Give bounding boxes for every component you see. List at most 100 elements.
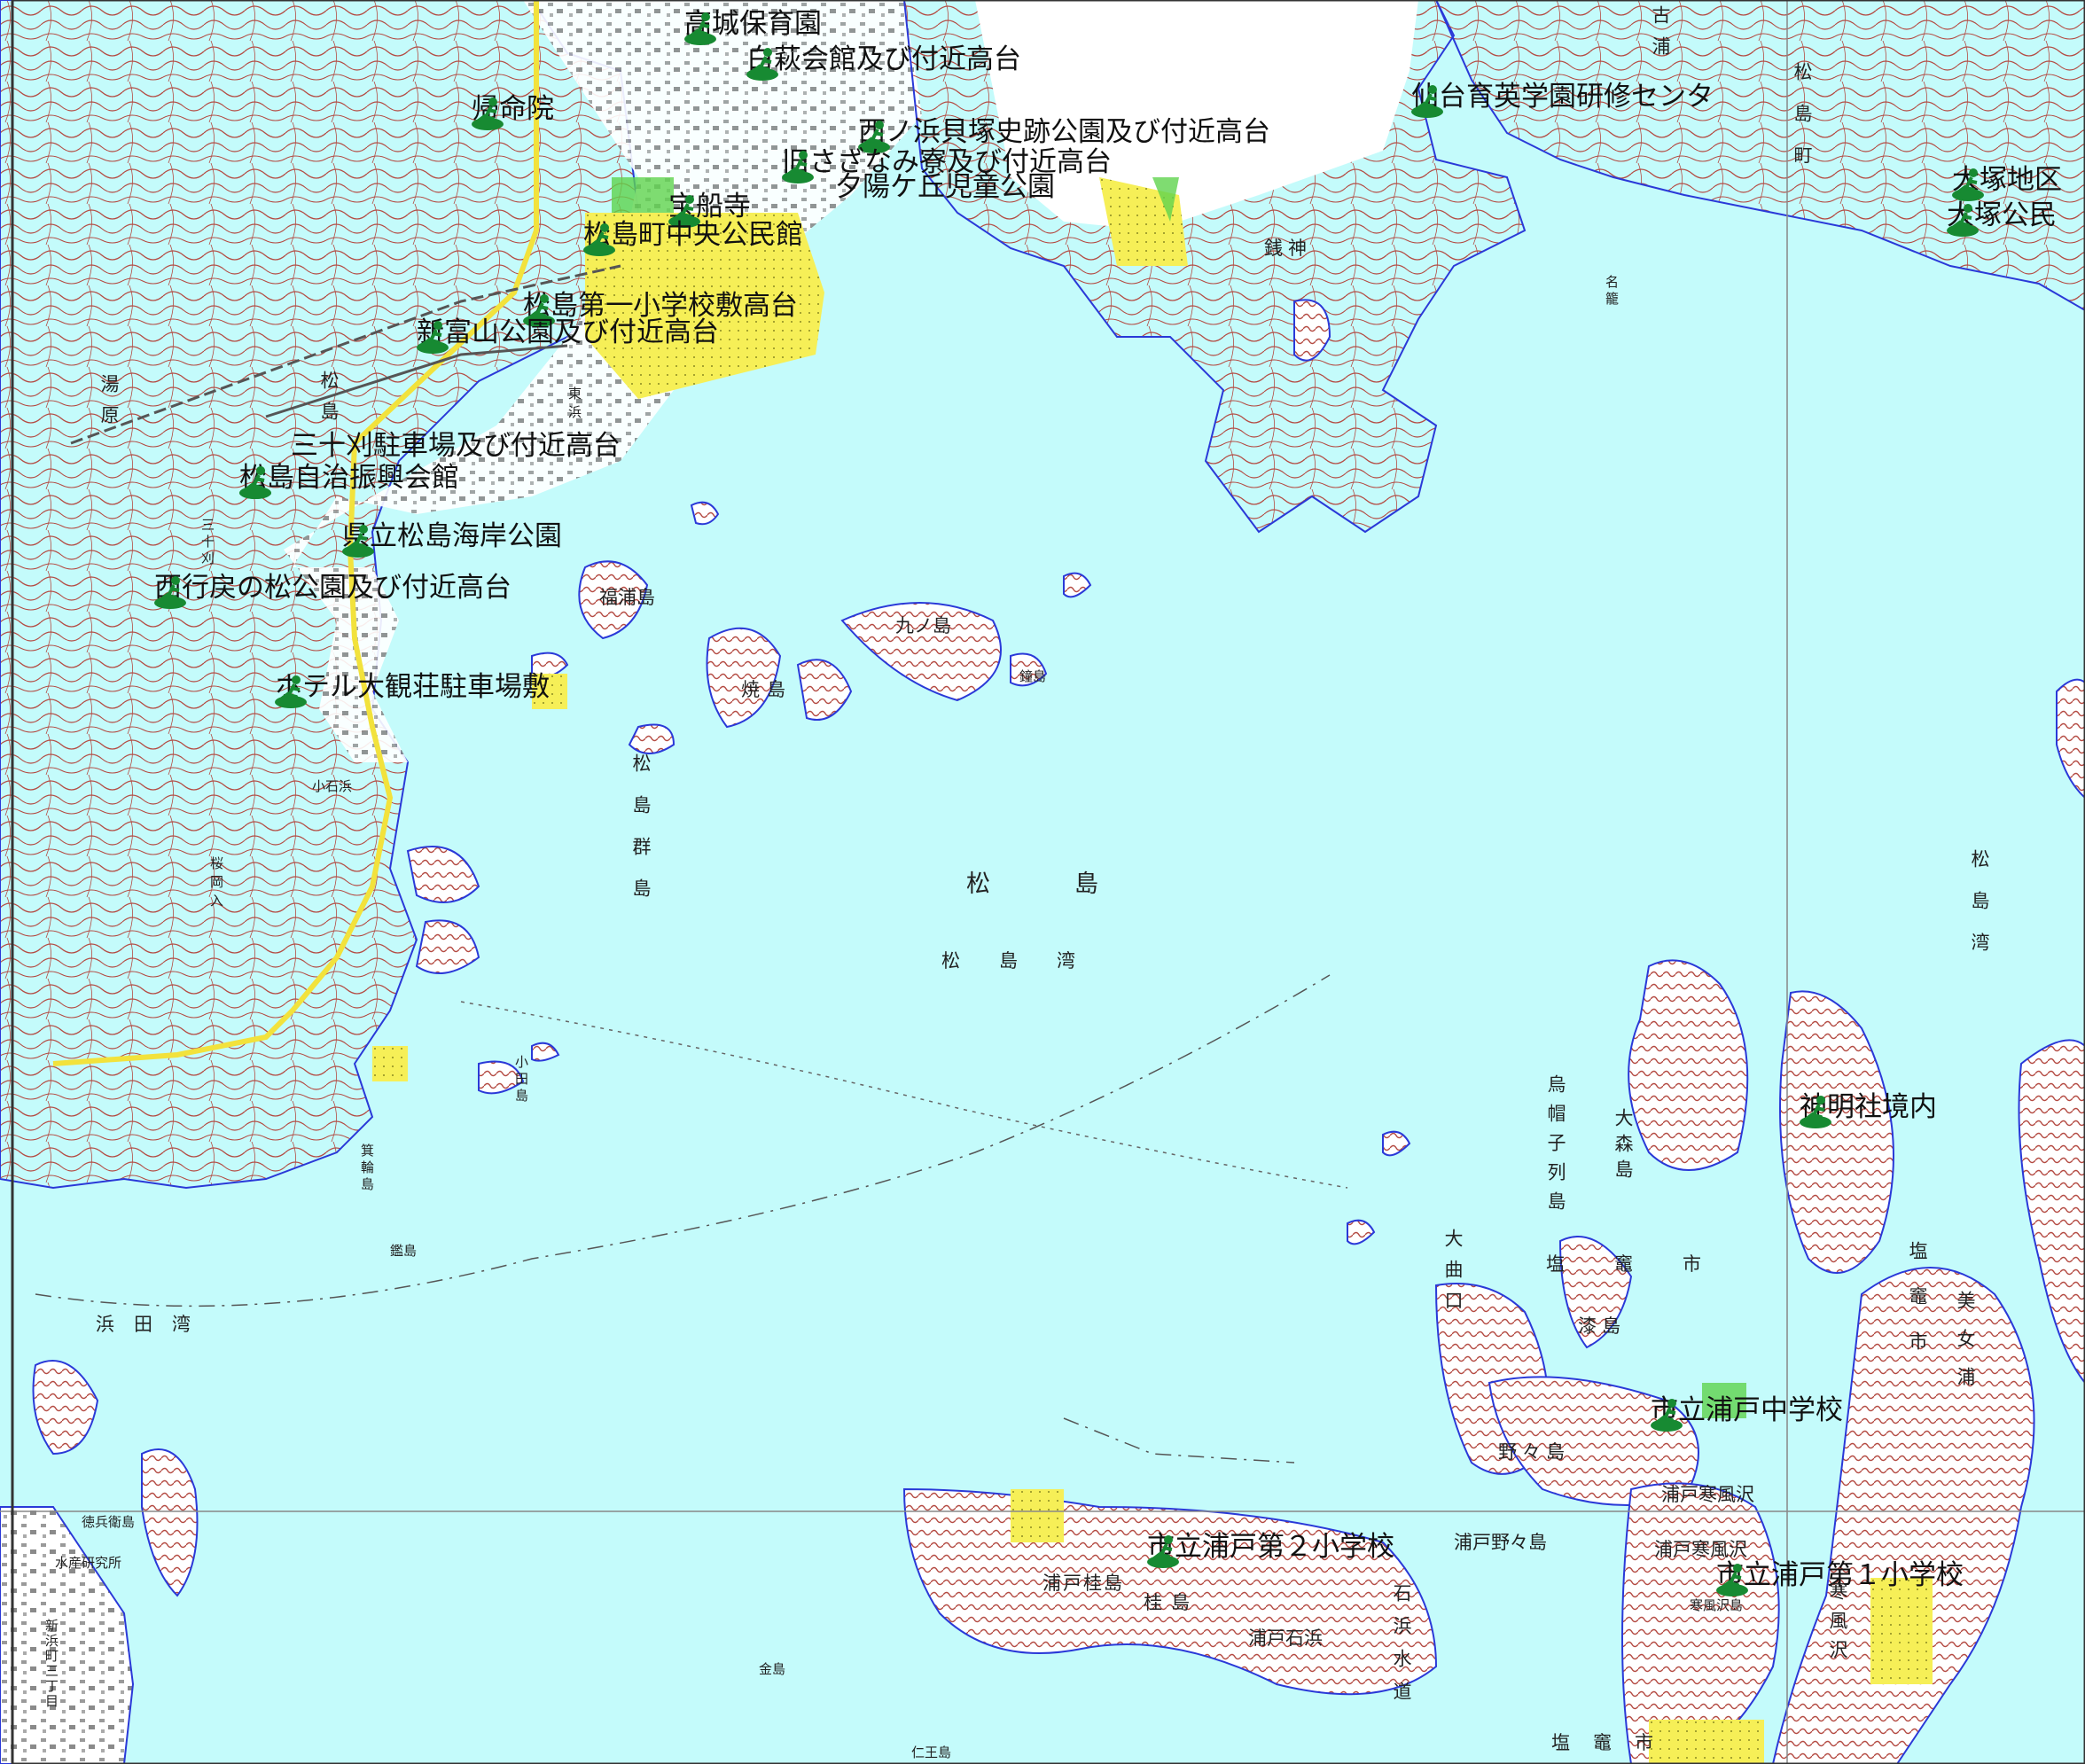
label-higashihama: 東浜	[566, 386, 582, 424]
evacuation-runner-icon	[1411, 85, 1443, 118]
label-yuhara: 湯原	[98, 374, 120, 436]
label-urusijima: 漆島	[1578, 1315, 1626, 1337]
marker-shintomiyama[interactable]: 新富山公園及び付近高台	[415, 319, 719, 354]
marker-urato-chu[interactable]: 市立浦戸中学校	[1649, 1397, 1843, 1432]
evacuation-runner-icon	[1947, 204, 1979, 237]
label-kuronoshima: 九ノ島	[895, 615, 951, 636]
land-north-east	[1434, 0, 2085, 312]
evacuation-runner-icon	[523, 294, 555, 327]
label-nakayama: 名籠	[1604, 275, 1620, 308]
label-zenigami: 銭神	[1264, 238, 1312, 259]
label-kiura: 古浦	[1650, 5, 1671, 67]
shipping-route	[460, 1001, 1348, 1189]
label-kenshima: 鐘島	[1019, 668, 1047, 684]
label-matsushima-wan-e: 松島湾	[1969, 849, 1990, 974]
evacuation-runner-icon	[417, 321, 449, 354]
label-shiogama-v: 塩竈市	[1907, 1241, 1928, 1377]
marker-urato-2sho[interactable]: 市立浦戸第２小学校	[1145, 1534, 1394, 1568]
evacuation-runner-icon	[782, 151, 814, 183]
marker-kimyoin[interactable]: 帰命院	[470, 96, 554, 130]
label-odashima: 小田島	[513, 1055, 529, 1105]
label-urato-samusawa: 浦戸寒風沢	[1661, 1484, 1754, 1505]
label-eboshi: 烏帽子列島	[1545, 1074, 1566, 1221]
label-koishihama: 小石浜	[312, 778, 353, 794]
evacuation-runner-icon	[275, 675, 307, 708]
label-sanjukari: 三十刈	[199, 518, 215, 568]
marker-sendai-ikuei[interactable]: 仙台育英学園研修センタ	[1410, 83, 1714, 118]
label-ninomaru: 仁王島	[911, 1744, 952, 1760]
evacuation-runner-icon	[858, 121, 890, 153]
label-minoushima: 箕輪島	[359, 1143, 375, 1194]
marker-urato-1sho[interactable]: 市立浦戸第１小学校	[1714, 1562, 1964, 1596]
marker-jichi-kaikan[interactable]: 松島自治振興会館	[238, 464, 459, 499]
marker-sanjugari[interactable]: 三十刈駐車場及び付近高台	[291, 430, 621, 462]
islands-matsushima	[406, 299, 1331, 1095]
evacuation-runner-icon	[1147, 1535, 1179, 1568]
label-matsushima-bay: 松島湾	[941, 950, 1114, 972]
marker-kairitsu-park[interactable]: 県立松島海岸公園	[340, 523, 562, 558]
label-urato-samusawa2: 浦戸寒風沢	[1654, 1539, 1747, 1560]
marker-yuhigaoka[interactable]: 夕陽ケ丘児童公園	[835, 171, 1055, 203]
marker-takagi-hoikuen[interactable]: 高城保育園	[683, 11, 822, 45]
label-mitsuishi: 美女浦	[1955, 1291, 1976, 1405]
evacuation-runner-icon	[154, 576, 186, 609]
marker-sazanami[interactable]: 旧さざなみ寮及び付近高台	[780, 149, 1112, 183]
label-matsushima-v: 松島	[318, 371, 340, 433]
marker-otsuka-park[interactable]: 大塚公民	[1945, 202, 2057, 237]
label-sakuraoka: 桜岡入	[208, 856, 224, 912]
fields-north	[975, 0, 1418, 230]
marker-daiichi-sho[interactable]: 松島第一小学校敷高台	[521, 293, 798, 327]
label-urato-ishihama: 浦戸石浜	[1248, 1627, 1323, 1649]
label-fukuurajima: 福浦島	[599, 587, 655, 608]
marker-saigyo[interactable]: 西行戻の松公園及び付近高台	[152, 574, 511, 609]
municipal-boundary	[35, 974, 1331, 1307]
label-tokubei: 徳兵衛島	[82, 1514, 136, 1530]
label-katsurashima: 桂島	[1144, 1592, 1199, 1613]
label-kamishima: 鑑島	[390, 1243, 418, 1259]
hazard-zones	[372, 177, 1933, 1764]
town-matsushima	[284, 0, 922, 762]
evacuation-runner-icon	[1716, 1564, 1748, 1596]
label-matsushima-gunto: 松島群島	[630, 753, 652, 920]
land-southwest-2	[141, 1448, 199, 1597]
evacuation-runner-icon	[684, 12, 716, 45]
label-kanemichi: 金島	[759, 1661, 786, 1677]
marker-otsuka[interactable]: 大塚地区	[1950, 167, 2062, 201]
marker-takarafune[interactable]: 宝船寺	[667, 193, 751, 228]
label-oshimashima: 大森島	[1613, 1108, 1634, 1185]
evacuation-runner-icon	[746, 48, 778, 81]
label-yakijima: 焼島	[741, 679, 793, 700]
rail-tohoku	[70, 264, 621, 445]
label-shinhama: 新浜町三丁目	[43, 1619, 59, 1709]
land-southwest	[0, 1506, 135, 1764]
evacuation-runner-icon	[583, 223, 615, 256]
evacuation-runner-icon	[1800, 1096, 1831, 1128]
marker-taikanso[interactable]: ホテル大観荘駐車場敷	[273, 674, 550, 708]
marker-shinmeisha[interactable]: 神明社境内	[1798, 1094, 1937, 1128]
evacuation-runner-icon	[472, 98, 504, 130]
label-oyoguchi: 大曲口	[1442, 1229, 1464, 1322]
evacuation-runner-icon	[239, 466, 271, 499]
label-ishihama-suido: 石浜水道	[1391, 1583, 1412, 1714]
label-ura-katsurashima: 浦戸桂島	[1042, 1573, 1124, 1594]
label-matsushima: 松 島	[966, 870, 1128, 898]
evacuation-runner-icon	[1952, 168, 1984, 201]
label-suisan: 水産研究所	[55, 1555, 122, 1571]
label-nonoshima: 野々島	[1498, 1441, 1570, 1463]
marker-hakuhagi-kaikan[interactable]: 白萩会館及び付近高台	[745, 46, 1021, 81]
road-national	[52, 0, 539, 1066]
label-sangi: 寒風沢	[1827, 1581, 1848, 1669]
marker-chuo-kominkan[interactable]: 松島町中央公民館	[582, 222, 803, 256]
label-samusawajima: 寒風沢島	[1690, 1597, 1744, 1613]
evacuation-runner-icon	[1651, 1399, 1683, 1432]
label-hamada-wan: 浜田湾	[96, 1314, 210, 1335]
marker-nishinohama[interactable]: 西ノ浜貝塚史跡公園及び付近高台	[856, 119, 1270, 153]
land-southwest-3	[32, 1360, 99, 1456]
label-matsushima-machi: 松島町	[1792, 62, 1813, 187]
rail-senseki	[265, 344, 568, 418]
label-shiogama-2: 塩竈市	[1551, 1732, 1676, 1753]
evacuation-runner-icon	[342, 525, 374, 558]
evacuation-runner-icon	[668, 195, 700, 228]
label-shiogama-1: 塩竈市	[1546, 1253, 1751, 1275]
